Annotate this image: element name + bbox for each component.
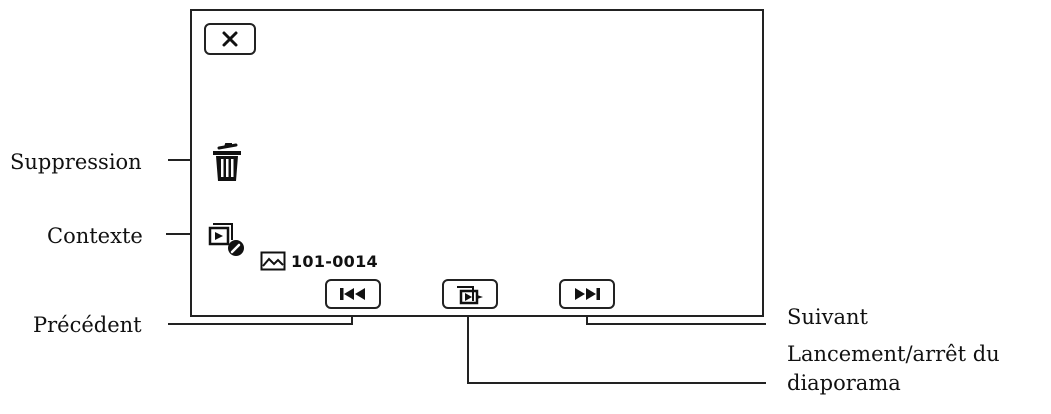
file-info: 101-0014 [260,251,378,271]
previous-button[interactable] [325,279,381,309]
context-button[interactable] [208,222,246,262]
file-number: 101-0014 [291,251,378,271]
callout-label-suppression: Suppression [10,150,142,174]
callout-label-contexte: Contexte [47,224,143,248]
callout-label-suivant: Suivant [787,305,868,329]
camera-lcd-screen: 101-0014 [190,9,764,317]
close-icon [222,31,238,47]
callout-label-diaporama: diaporama [787,371,901,395]
trash-icon [213,143,241,181]
slideshow-icon [457,286,483,305]
callout-label-precedent: Précédent [33,313,142,337]
next-button[interactable] [559,279,615,309]
photo-icon [260,251,286,271]
context-icon [208,223,244,256]
callout-label-lancement: Lancement/arrêt du [787,342,1000,366]
slideshow-button[interactable] [442,279,498,309]
skip-previous-icon [340,288,365,300]
skip-next-icon [575,288,600,300]
close-button[interactable] [204,23,256,55]
delete-button[interactable] [210,143,244,187]
